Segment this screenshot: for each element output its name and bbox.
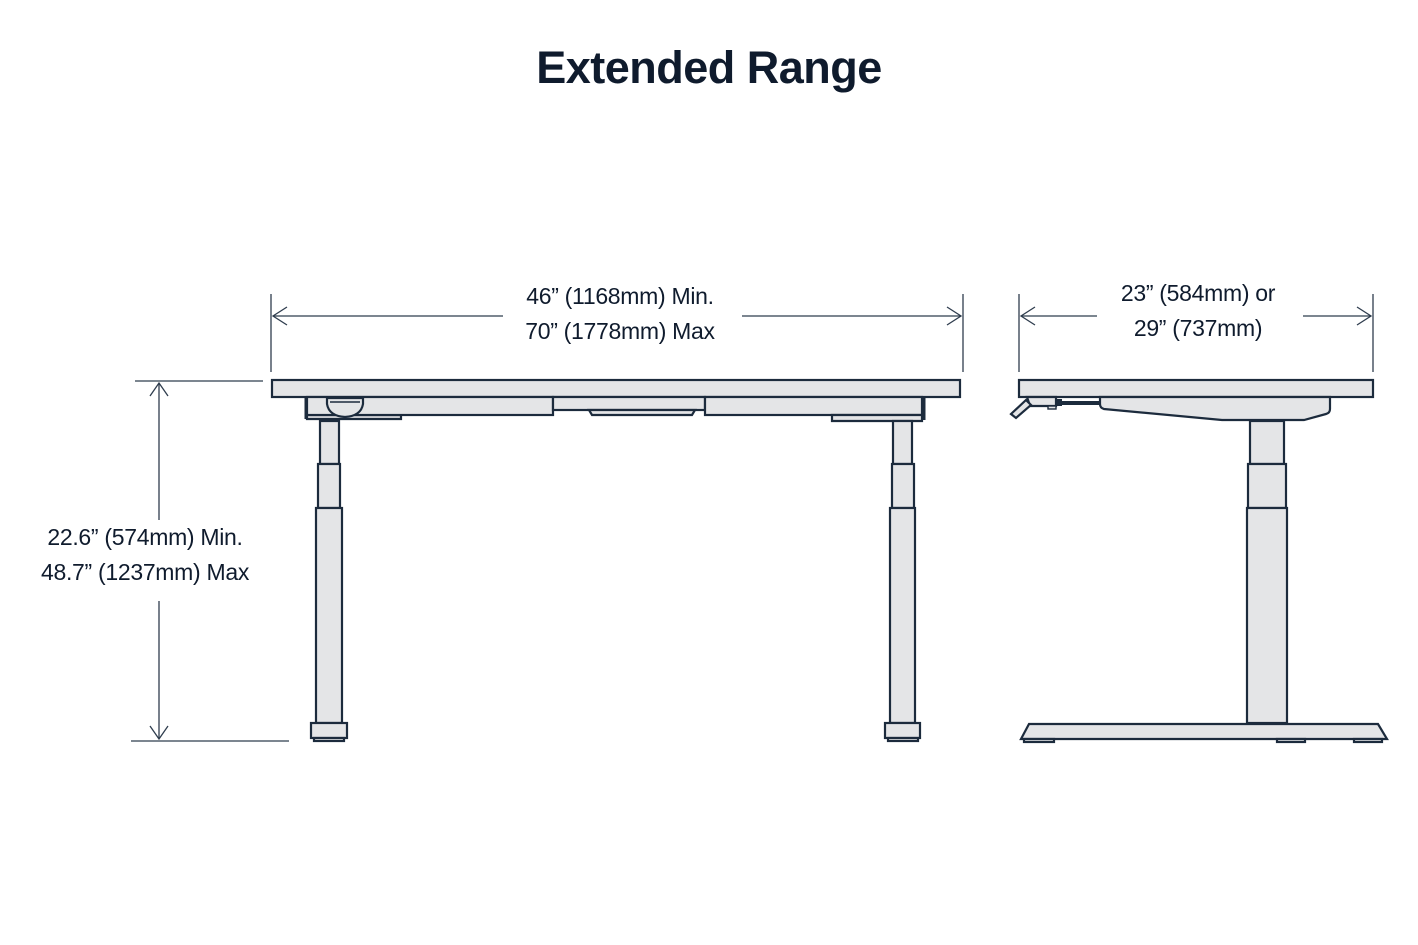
control-box bbox=[587, 408, 697, 417]
depth-option1-text: 23” (584mm) or bbox=[1120, 280, 1276, 306]
front-view-desk bbox=[131, 294, 964, 743]
arrow-left-icon bbox=[1019, 306, 1036, 326]
depth-dimension-label: 23” (584mm) or 29” (737mm) bbox=[1048, 276, 1348, 346]
cable-grommet bbox=[325, 396, 365, 419]
depth-dimension-line bbox=[1018, 294, 1374, 372]
width-max-text: 70” (1778mm) Max bbox=[525, 318, 715, 344]
diagram-title: Extended Range bbox=[536, 42, 882, 93]
arrow-right-icon bbox=[1356, 306, 1373, 326]
height-dimension-label: 22.6” (574mm) Min. 48.7” (1237mm) Max bbox=[10, 520, 280, 590]
desktop-surface bbox=[270, 378, 962, 399]
side-view-desk bbox=[1009, 294, 1389, 744]
width-min-text: 46” (1168mm) Min. bbox=[526, 283, 714, 309]
arrow-right-icon bbox=[946, 306, 963, 326]
side-column bbox=[1245, 419, 1289, 725]
arrow-down-icon bbox=[149, 725, 169, 741]
keypad-handset bbox=[1009, 395, 1100, 420]
side-frame-bracket bbox=[1098, 395, 1332, 422]
right-leg bbox=[883, 419, 922, 743]
right-foot bbox=[883, 721, 922, 740]
left-leg bbox=[309, 419, 349, 743]
side-desktop-surface bbox=[1017, 378, 1375, 399]
side-foot-base bbox=[1019, 722, 1389, 744]
height-dimension-line bbox=[131, 380, 289, 742]
left-foot bbox=[309, 721, 349, 740]
width-dimension-label: 46” (1168mm) Min. 70” (1778mm) Max bbox=[470, 279, 770, 349]
height-max-text: 48.7” (1237mm) Max bbox=[40, 559, 250, 585]
height-min-text: 22.6” (574mm) Min. bbox=[47, 524, 243, 550]
right-frame-bracket bbox=[703, 395, 924, 417]
arrow-up-icon bbox=[149, 381, 169, 397]
width-dimension-line bbox=[270, 294, 964, 372]
arrow-left-icon bbox=[271, 306, 288, 326]
crossbar-center bbox=[551, 395, 707, 412]
depth-option2-text: 29” (737mm) bbox=[1133, 315, 1263, 341]
